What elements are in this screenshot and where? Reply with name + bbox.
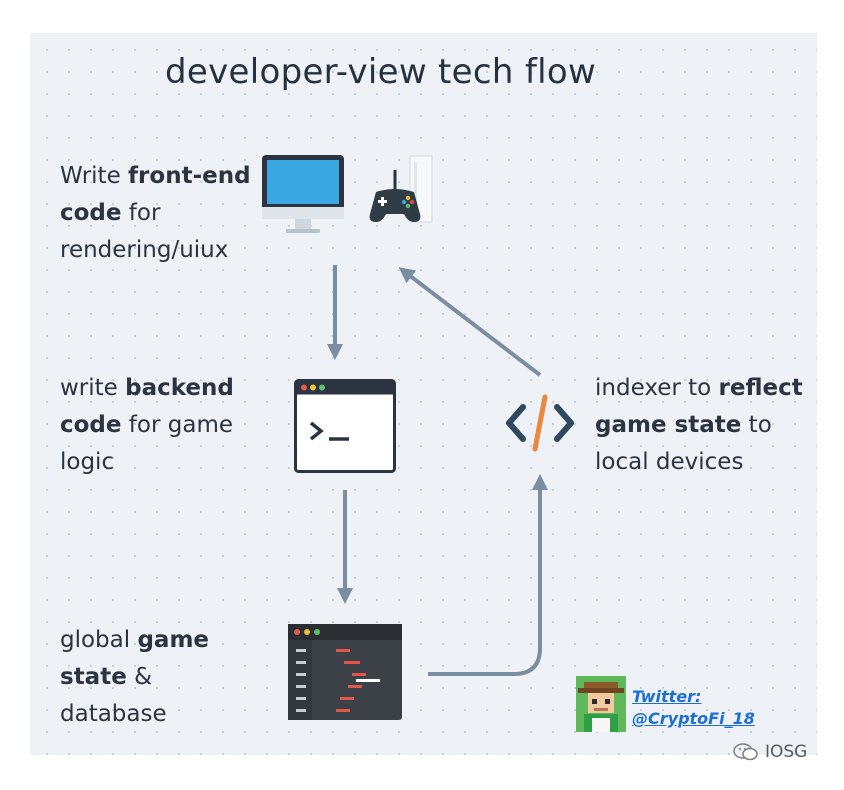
frontend-line1-text: Write — [60, 163, 129, 189]
gamestate-line3-text: database — [60, 701, 167, 727]
twitter-credit-handle: @CryptoFi_18 — [632, 709, 755, 728]
indexer-line2-text: to — [741, 412, 772, 438]
frontend-line1-bold: front-end — [128, 163, 251, 189]
indexer-step-label: indexer to reflect game state to local d… — [595, 370, 803, 481]
wechat-icon — [733, 743, 758, 761]
gamestate-line2-bold: state — [60, 664, 127, 690]
terminal-icon — [294, 379, 396, 473]
avatar-icon — [576, 676, 626, 732]
gamestate-line1-bold: game — [137, 627, 210, 653]
backend-step-label: write backend code for game logic — [60, 370, 234, 481]
watermark-text: IOSG — [765, 742, 808, 762]
diagram-canvas — [30, 33, 817, 755]
frontend-step-label: Write front-end code for rendering/uiux — [60, 158, 251, 269]
twitter-credit[interactable]: Twitter: @CryptoFi_18 — [632, 686, 755, 730]
backend-line2-text: for game — [121, 412, 233, 438]
monitor-icon — [262, 155, 344, 233]
database-window-icon — [288, 624, 402, 720]
indexer-line3-text: local devices — [595, 449, 744, 475]
backend-line3-text: logic — [60, 449, 115, 475]
frontend-line2-bold: code — [60, 200, 122, 226]
indexer-line1-bold: reflect — [718, 375, 803, 401]
twitter-credit-label: Twitter: — [632, 687, 702, 706]
backend-line1-bold: backend — [125, 375, 234, 401]
gamestate-line2-text: & — [126, 664, 153, 690]
gamestate-step-label: global game state & database — [60, 622, 209, 733]
gamepad-icon — [369, 170, 421, 222]
indexer-line1-text: indexer to — [595, 375, 719, 401]
frontend-line3-text: rendering/uiux — [60, 237, 229, 263]
frontend-line2-text: for — [121, 200, 161, 226]
arrow-indexer-to-frontend — [398, 267, 542, 377]
arrow-gamestate-to-indexer — [428, 474, 548, 676]
gamestate-line1-text: global — [60, 627, 138, 653]
backend-line1-text: write — [60, 375, 126, 401]
diagram-title: developer-view tech flow — [165, 52, 597, 92]
iosg-watermark: IOSG — [733, 742, 807, 762]
indexer-line2-bold: game state — [595, 412, 742, 438]
code-brackets-icon — [506, 394, 574, 452]
backend-line2-bold: code — [60, 412, 122, 438]
